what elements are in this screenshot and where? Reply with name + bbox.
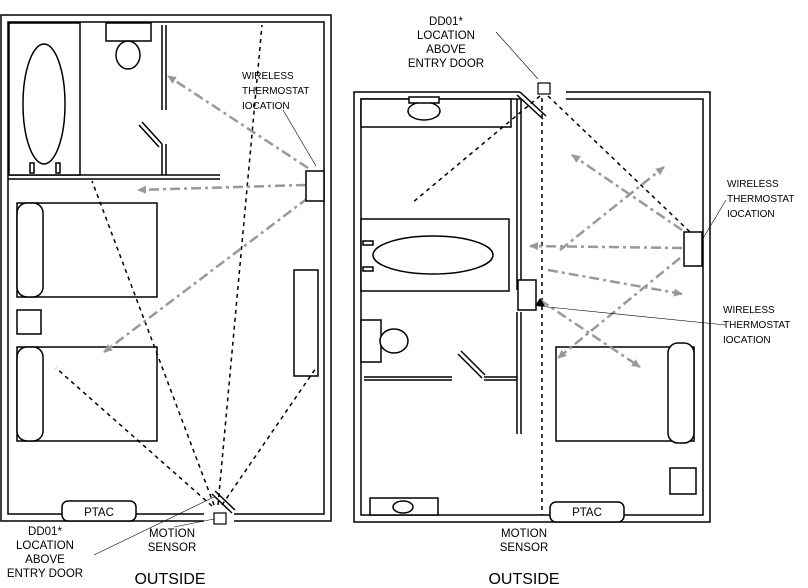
right-motion-callout: MOTION SENSOR	[500, 528, 549, 554]
callout-line: MOTION	[149, 528, 195, 540]
left-bathtub	[22, 43, 66, 165]
callout-line: MOTION	[501, 528, 547, 540]
right-thermostat-callout-2: WIRELESS THERMOSTAT IOCATION	[723, 305, 790, 346]
left-bed-top	[16, 202, 158, 298]
callout-line: IOCATION	[727, 209, 775, 220]
left-ptac-label: PTAC	[84, 507, 114, 519]
callout-line: SENSOR	[148, 542, 197, 554]
callout-line: LOCATION	[417, 30, 475, 42]
left-bed-bottom	[16, 346, 158, 442]
right-thermostat-1	[683, 231, 703, 267]
callout-line: ABOVE	[25, 554, 65, 566]
right-motion-sensor	[535, 298, 545, 306]
left-floor-plan	[0, 14, 332, 556]
right-thermostat-2	[517, 279, 537, 311]
left-motion-callout: MOTION SENSOR	[148, 528, 197, 554]
right-toilet-tank	[360, 319, 382, 363]
right-bathroom	[360, 96, 522, 516]
callout-line: IOCATION	[723, 335, 771, 346]
right-sink-bottom	[392, 500, 414, 514]
right-motion-coverage	[411, 95, 691, 515]
callout-line: THERMOSTAT	[723, 320, 790, 331]
callout-line: ABOVE	[426, 44, 466, 56]
callout-line: THERMOSTAT	[242, 86, 309, 97]
left-nightstand	[16, 309, 42, 335]
left-thermostat-callout: WIRELESS THERMOSTAT IOCATION	[242, 71, 309, 112]
left-dd01-callout: DD01* LOCATION ABOVE ENTRY DOOR	[7, 526, 83, 580]
callout-line: IOCATION	[242, 101, 290, 112]
left-signal-arrows	[103, 74, 309, 353]
right-bed	[555, 342, 695, 444]
callout-line: WIRELESS	[242, 71, 294, 82]
callout-line: DD01*	[429, 16, 463, 28]
right-outside-label: OUTSIDE	[488, 571, 559, 588]
right-bathtub	[372, 235, 494, 275]
right-thermostat-callout-1: WIRELESS THERMOSTAT IOCATION	[727, 179, 794, 220]
callout-line: THERMOSTAT	[727, 194, 794, 205]
right-sink	[407, 101, 441, 121]
right-dd01-callout: DD01* LOCATION ABOVE ENTRY DOOR	[408, 16, 484, 70]
left-outside-label: OUTSIDE	[134, 571, 205, 588]
callout-line: ENTRY DOOR	[7, 568, 83, 580]
left-ptac-unit	[61, 500, 137, 522]
left-outer-walls	[0, 14, 332, 522]
left-dresser	[293, 269, 319, 377]
left-dd01-sensor	[213, 512, 227, 525]
left-toilet-bowl	[115, 40, 141, 70]
callout-line: DD01*	[28, 526, 62, 538]
left-bathroom	[8, 22, 220, 180]
right-floor-plan	[353, 31, 727, 523]
left-motion-coverage	[55, 24, 317, 507]
left-thermostat	[305, 170, 325, 202]
callout-line: ENTRY DOOR	[408, 58, 484, 70]
left-toilet-tank	[105, 22, 152, 42]
right-dd01-sensor	[537, 82, 551, 95]
right-toilet-bowl	[379, 328, 409, 354]
callout-line: LOCATION	[16, 540, 74, 552]
right-signal-arrows	[529, 153, 683, 369]
callout-line: SENSOR	[500, 542, 549, 554]
right-nightstand	[669, 467, 697, 495]
right-ptac-unit	[549, 501, 625, 523]
right-ptac-label: PTAC	[572, 507, 602, 519]
callout-line: WIRELESS	[727, 179, 779, 190]
callout-line: WIRELESS	[723, 305, 775, 316]
